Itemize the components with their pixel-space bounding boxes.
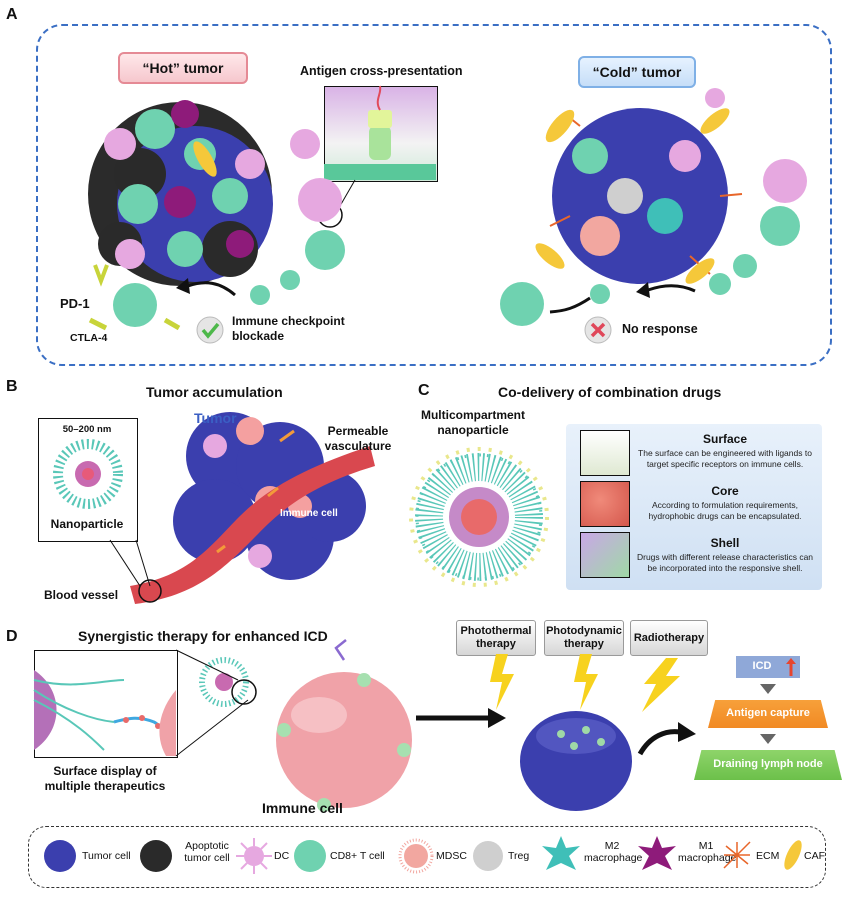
no-response-label: No response bbox=[622, 322, 698, 336]
down-triangle-1 bbox=[760, 684, 776, 694]
panel-b-letter: B bbox=[6, 378, 18, 395]
apoptotic-cell-icon bbox=[140, 840, 172, 872]
size-label: 50–200 nm bbox=[62, 424, 112, 435]
panel-c-title: Co-delivery of combination drugs bbox=[498, 384, 722, 400]
legend-box bbox=[28, 826, 826, 888]
up-arrow-icon bbox=[786, 658, 796, 676]
legend-label-tumor-cell: Tumor cell bbox=[82, 850, 131, 862]
legend-label-dc: DC bbox=[274, 850, 290, 862]
step-icd bbox=[736, 656, 800, 678]
therapy-radiotherapy: Radiotherapy bbox=[630, 620, 708, 656]
tumor-label: Tumor bbox=[194, 410, 237, 426]
step-antigen-capture-label: Antigen capture bbox=[726, 707, 810, 719]
multicompartment-label: Multicompartment nanoparticle bbox=[420, 408, 525, 437]
immune-cell-label-b: Immune cell bbox=[280, 508, 338, 519]
panel-a-frame bbox=[36, 24, 832, 366]
multicompartment-nanoparticle bbox=[409, 447, 549, 587]
nanoparticle-label: Nanoparticle bbox=[50, 517, 124, 531]
legend-label-t-cell: CD8+ T cell bbox=[330, 850, 385, 862]
blood-vessel-label: Blood vessel bbox=[44, 588, 119, 602]
legend-label-m1: M1 macrophage bbox=[678, 840, 737, 864]
therapy-arrow-icon bbox=[416, 708, 506, 728]
legend-label-ecm: ECM bbox=[756, 850, 780, 862]
checkpoint-label: Immune checkpoint blockade bbox=[232, 314, 345, 343]
permeable-vasculature-label: Permeable vasculature bbox=[324, 424, 392, 453]
zoom-lines bbox=[175, 649, 249, 757]
tumor-cell-icon bbox=[44, 840, 76, 872]
lightning-icons bbox=[490, 654, 680, 712]
immune-cell-label-d: Immune cell bbox=[262, 800, 343, 816]
tumor-accumulation-illustration bbox=[130, 412, 375, 604]
cross-icon bbox=[584, 316, 612, 344]
legend-label-treg: Treg bbox=[508, 850, 530, 862]
antigen-inset-detail bbox=[324, 85, 436, 180]
surface-display-detail bbox=[33, 670, 176, 756]
m1-icon bbox=[638, 836, 676, 870]
core-thumbnail bbox=[580, 481, 630, 527]
curved-arrow-icon bbox=[637, 722, 696, 756]
cold-tumor-illustration bbox=[500, 88, 807, 326]
shell-thumbnail bbox=[580, 532, 630, 578]
core-title: Core bbox=[711, 484, 739, 498]
panel-d-letter: D bbox=[6, 628, 18, 645]
down-triangle-2 bbox=[760, 734, 776, 744]
step-draining-lymph-node-label: Draining lymph node bbox=[713, 758, 823, 770]
check-icon bbox=[196, 316, 224, 344]
panel-d-title: Synergistic therapy for enhanced ICD bbox=[78, 628, 328, 644]
panel-b-title: Tumor accumulation bbox=[146, 384, 283, 400]
antigen-cross-presentation-label: Antigen cross-presentation bbox=[300, 64, 463, 78]
legend-label-caf: CAF bbox=[804, 850, 825, 862]
surface-title: Surface bbox=[702, 432, 748, 446]
therapy-photothermal: Photothermal therapy bbox=[456, 620, 536, 656]
step-icd-label: ICD bbox=[752, 660, 772, 672]
legend-label-m2: M2 macrophage bbox=[584, 840, 643, 864]
legend-label-mdsc: MDSC bbox=[436, 850, 467, 862]
mdsc-icon bbox=[398, 838, 434, 874]
legend-label-apoptotic: Apoptotic tumor cell bbox=[184, 840, 230, 864]
t-cell-icon bbox=[294, 840, 326, 872]
surface-thumbnail bbox=[580, 430, 630, 476]
m2-icon bbox=[542, 836, 580, 870]
treg-icon bbox=[473, 841, 503, 871]
treated-tumor-illustration bbox=[520, 711, 632, 811]
hot-tumor-illustration bbox=[88, 100, 320, 286]
step-antigen-capture bbox=[708, 700, 828, 728]
pd1-label: PD-1 bbox=[60, 296, 90, 311]
surface-display-label: Surface display of multiple therapeutics bbox=[44, 764, 166, 793]
therapy-photodynamic: Photodynamic therapy bbox=[544, 620, 624, 656]
surface-text: The surface can be engineered with ligan… bbox=[638, 448, 812, 469]
step-draining-lymph-node bbox=[694, 750, 842, 780]
ecm-icon bbox=[723, 841, 751, 869]
shell-text: Drugs with different release characteris… bbox=[636, 552, 814, 573]
nanoparticle-icon bbox=[53, 439, 123, 509]
panel-c-letter: C bbox=[418, 382, 430, 399]
panel-a-letter: A bbox=[6, 6, 18, 23]
cold-tumor-label: “Cold” tumor bbox=[578, 56, 696, 88]
immune-cell-illustration bbox=[199, 639, 412, 812]
t-cell-chain-hot bbox=[88, 178, 345, 331]
dc-icon bbox=[236, 838, 272, 874]
hot-tumor-label: “Hot” tumor bbox=[118, 52, 248, 84]
core-text: According to formulation requirements, h… bbox=[648, 500, 802, 521]
shell-title: Shell bbox=[710, 536, 740, 550]
caf-icon bbox=[784, 840, 802, 870]
ctla4-label: CTLA-4 bbox=[70, 332, 108, 344]
inset-connector bbox=[109, 539, 151, 587]
